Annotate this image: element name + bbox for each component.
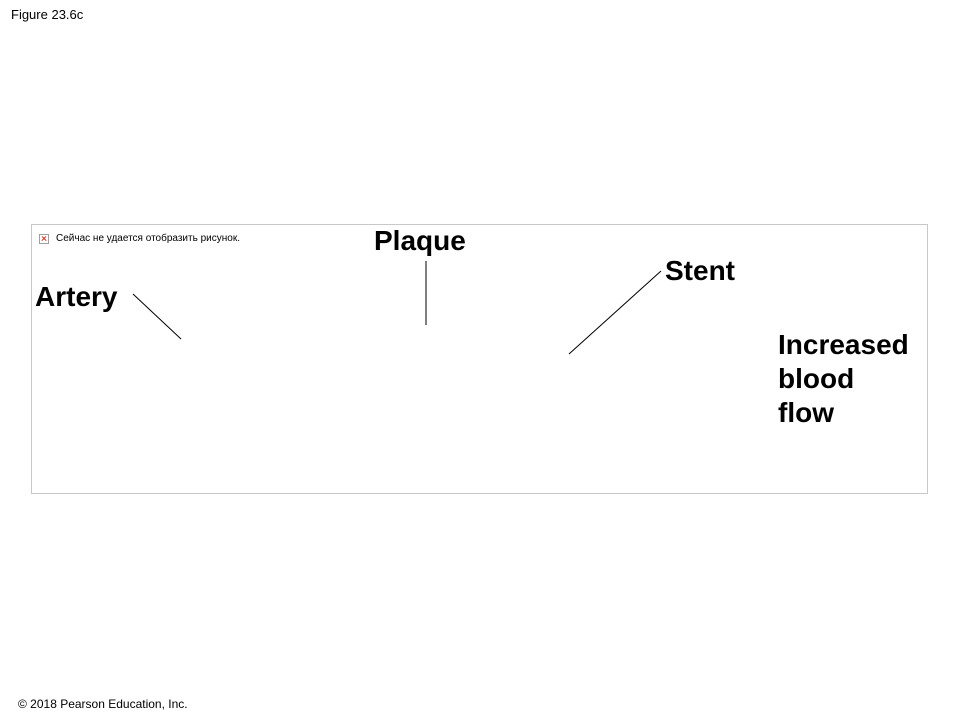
stent-label: Stent: [665, 255, 735, 286]
broken-image-message: Сейчас не удается отобразить рисунок.: [56, 233, 240, 244]
flow-label-line-2: blood: [778, 363, 855, 394]
broken-image-placeholder: Сейчас не удается отобразить рисунок.: [39, 233, 240, 244]
plaque-label: Plaque: [374, 225, 466, 256]
flow-label-line-3: flow: [778, 397, 834, 428]
image-frame: Сейчас не удается отобразить рисунок.: [31, 224, 928, 494]
copyright: © 2018 Pearson Education, Inc.: [18, 697, 188, 711]
increased-blood-flow-label: Increased blood flow: [778, 328, 909, 430]
figure-label: Figure 23.6c: [11, 7, 84, 22]
stent-leader-line: [568, 270, 662, 355]
broken-image-icon: [39, 233, 49, 244]
artery-leader-line: [132, 293, 182, 340]
flow-label-line-1: Increased: [778, 329, 909, 360]
artery-label: Artery: [35, 281, 118, 312]
